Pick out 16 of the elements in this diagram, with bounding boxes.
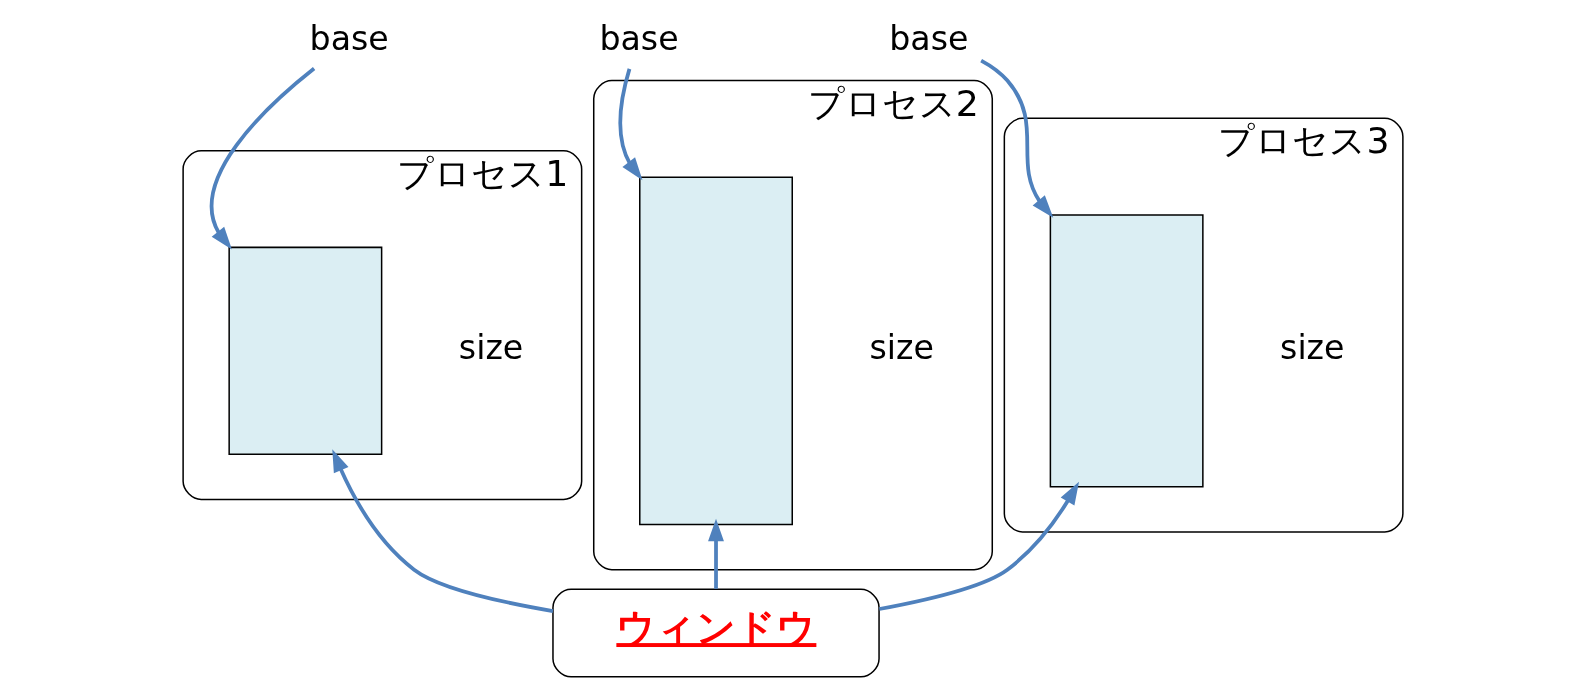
label: size (458, 328, 523, 368)
node-box (638, 176, 793, 526)
arrow (707, 518, 724, 589)
label: size (869, 328, 934, 368)
arrow (209, 67, 315, 250)
arrow (979, 58, 1053, 218)
arrow (331, 449, 553, 613)
node-box (227, 246, 382, 455)
node-text: base (888, 18, 968, 58)
label: size (1279, 328, 1344, 368)
node-text: base (598, 18, 679, 58)
node-text: base (309, 18, 389, 58)
node-box (1049, 214, 1204, 488)
arrow (878, 481, 1079, 611)
arrow (618, 68, 642, 181)
node-box: ウィンドウ (551, 588, 880, 678)
